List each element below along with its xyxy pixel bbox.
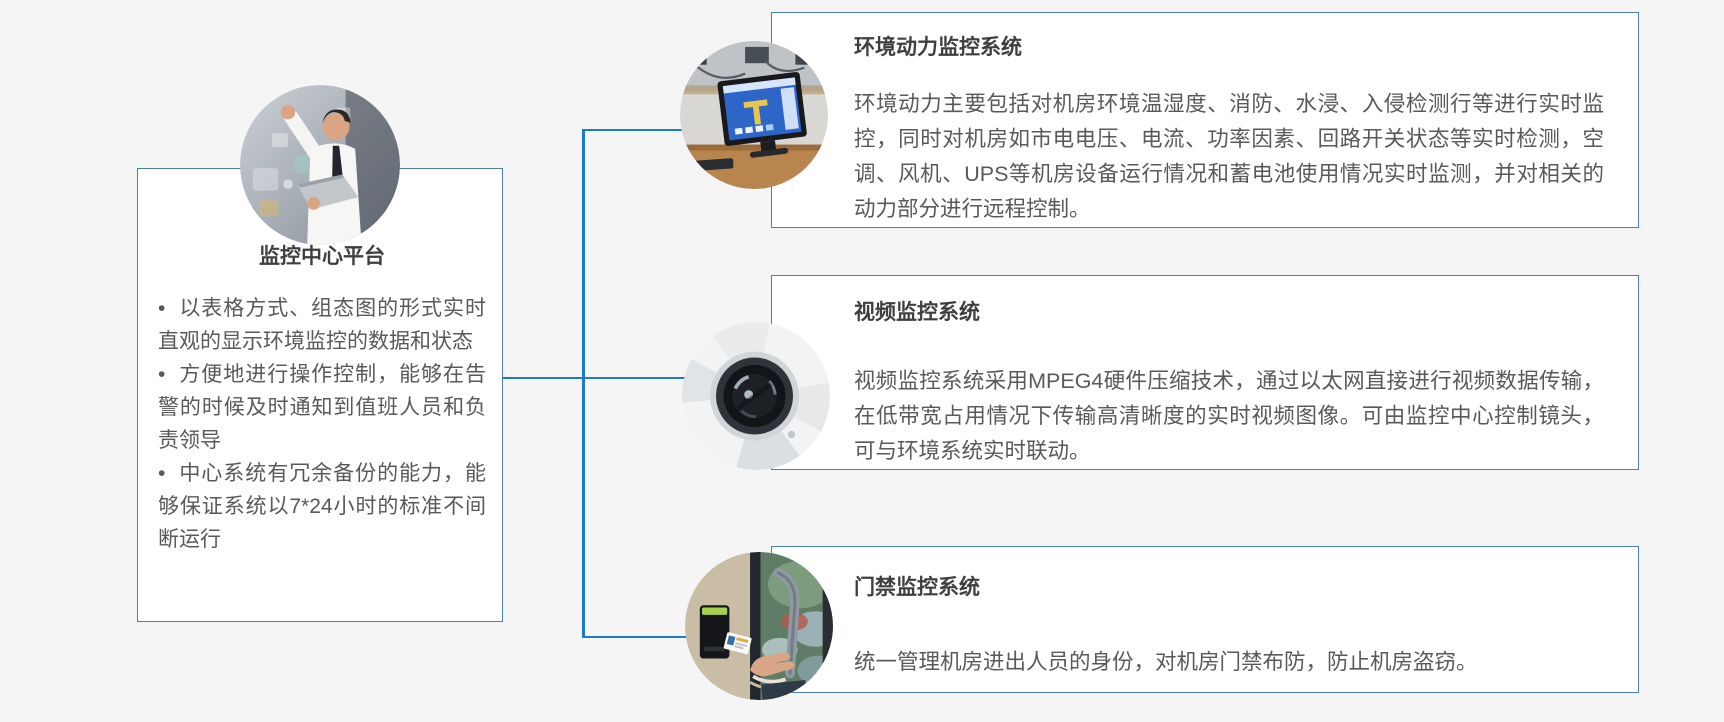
bullet-item: •方便地进行操作控制，能够在告警的时候及时通知到值班人员和负责领导 <box>158 358 486 457</box>
card-access-control: 门禁监控系统 统一管理机房进出人员的身份，对机房门禁布防，防止机房盗窃。 <box>771 546 1639 693</box>
dome-camera-illustration <box>682 322 830 470</box>
bullet-item: •中心系统有冗余备份的能力，能够保证系统以7*24小时的标准不间断运行 <box>158 457 486 556</box>
access-card-reader-illustration <box>685 552 833 700</box>
connector-middle-line <box>503 377 685 379</box>
card-title: 门禁监控系统 <box>854 576 980 599</box>
card-video-surveillance: 视频监控系统 视频监控系统采用MPEG4硬件压缩技术，通过以太网直接进行视频数据… <box>771 275 1639 470</box>
bullet-text: 方便地进行操作控制，能够在告警的时候及时通知到值班人员和负责领导 <box>158 363 486 452</box>
card-title: 视频监控系统 <box>854 301 980 324</box>
connector-top-line <box>583 129 685 131</box>
access-card-reader-photo <box>685 552 833 700</box>
center-bullet-list: •以表格方式、组态图的形式实时直观的显示环境监控的数据和状态 •方便地进行操作控… <box>158 292 486 556</box>
card-body: 统一管理机房进出人员的身份，对机房门禁布防，防止机房盗窃。 <box>854 650 1478 674</box>
person-with-laptop-photo <box>240 85 400 245</box>
bullet-text: 以表格方式、组态图的形式实时直观的显示环境监控的数据和状态 <box>158 297 486 353</box>
center-title: 监控中心平台 <box>259 245 385 268</box>
bullet-text: 中心系统有冗余备份的能力，能够保证系统以7*24小时的标准不间断运行 <box>158 462 486 551</box>
server-room-monitor-photo <box>680 41 828 189</box>
card-title: 环境动力监控系统 <box>854 36 1022 59</box>
bullet-marker: • <box>158 363 166 386</box>
bullet-item: •以表格方式、组态图的形式实时直观的显示环境监控的数据和状态 <box>158 292 486 358</box>
bullet-marker: • <box>158 297 166 320</box>
server-room-monitor-illustration <box>680 41 828 189</box>
card-body: 环境动力主要包括对机房环境温湿度、消防、水浸、入侵检测行等进行实时监控，同时对机… <box>854 92 1604 221</box>
person-with-laptop-illustration <box>240 85 400 245</box>
connector-bottom-line <box>583 636 687 638</box>
card-environment-power: 环境动力监控系统 环境动力主要包括对机房环境温湿度、消防、水浸、入侵检测行等进行… <box>771 12 1639 228</box>
bullet-marker: • <box>158 462 166 485</box>
connector-trunk-line <box>582 129 585 638</box>
dome-camera-photo <box>682 322 830 470</box>
card-body: 视频监控系统采用MPEG4硬件压缩技术，通过以太网直接进行视频数据传输，在低带宽… <box>854 369 1604 463</box>
